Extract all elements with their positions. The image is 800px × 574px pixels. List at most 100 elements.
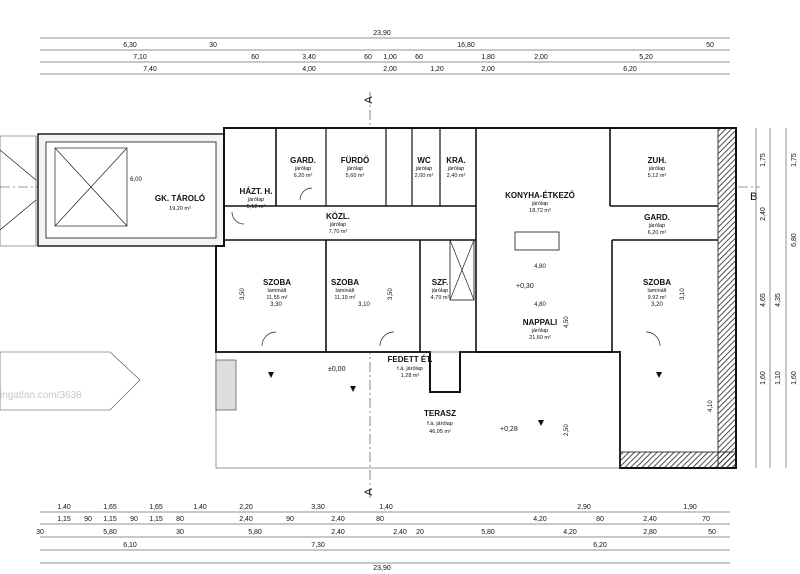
room-kozl-sub: járólap [329,222,347,228]
room-konyha-sub: járólap [531,201,549,207]
inner-dim-5: 4,80 [534,302,546,308]
room-szoba1-area: 11,55 m² [266,295,287,301]
room-gard2-name: GARD. [644,213,670,222]
dim-top-r3-7: 2,00 [534,54,548,61]
room-szf-sub: járólap [431,288,449,294]
dim-top-r3-5: 60 [415,54,423,61]
dim-bot-r4-0: 6,10 [123,542,137,549]
room-zuh-area: 5,12 m² [648,173,667,179]
dim-bot-r1-0: 1,40 [57,504,71,511]
room-gard1-name: GARD. [290,156,316,165]
room-nappali-sub: járólap [531,328,549,334]
room-szoba2-sub: laminált [336,288,355,294]
watermark: ingatlan.com/3638 [0,390,82,401]
room-nappali-name: NAPPALI [523,318,558,327]
inner-dim-2: 3,30 [270,302,282,308]
room-kozl-area: 7,70 m² [329,229,348,235]
inner-dim-0: 6,00 [130,177,142,183]
dim-top-r3-4: 1,00 [383,54,397,61]
dim-bot-r3-4: 2,40 [331,529,345,536]
room-szoba3-sub: laminált [648,288,667,294]
right-dimension-chain: 1,75 1,75 2,40 6,80 4,35 4,65 1,60 1,10 … [755,128,798,468]
dim-right-7: 1,10 [775,371,782,385]
dim-top-r3-0: 7,10 [133,54,147,61]
dim-bot-r1-4: 2,20 [239,504,253,511]
room-zuh-name: ZUH. [648,156,667,165]
inner-dim-7: 4,80 [534,264,546,270]
dim-bot-r3-7: 5,80 [481,529,495,536]
dim-bot-r2-2: 1,15 [103,516,117,523]
dim-bot-r2-7: 90 [286,516,294,523]
dim-bot-r2-0: 1,15 [57,516,71,523]
dim-bot-r2-8: 2,40 [331,516,345,523]
room-gk-tarolo-name: GK. TÁROLÓ [155,194,205,203]
dim-right-4: 4,35 [775,293,782,307]
dim-top-r4-2: 2,00 [383,66,397,73]
dim-bot-r3-10: 50 [708,529,716,536]
room-kra-area: 2,40 m² [447,173,466,179]
section-b-right: B [750,191,757,203]
level-covered: ±0,00 [328,366,346,373]
dim-top-r3-8: 5,20 [639,54,653,61]
dim-bot-r3-9: 2,80 [643,529,657,536]
room-konyha-area: 18,72 m² [529,208,551,214]
inner-dim-11: 4,10 [708,400,714,412]
dim-right-2: 2,40 [760,207,767,221]
dim-top-r3-1: 60 [251,54,259,61]
dim-top-r2-2: 16,80 [457,42,475,49]
dim-bot-r3-3: 5,80 [248,529,262,536]
room-wc-sub: járólap [415,166,433,172]
room-wc-area: 2,00 m² [415,173,434,179]
room-furdo-sub: járólap [346,166,364,172]
dim-top-r2-3: 50 [706,42,714,49]
dim-bot-r2-6: 2,40 [239,516,253,523]
room-terasz-name: TERASZ [424,409,456,418]
dim-bot-r1-1: 1,65 [103,504,117,511]
room-kozl-name: KÖZL. [326,212,350,221]
dim-bot-r1-6: 1,40 [379,504,393,511]
driveway [0,135,141,411]
dim-bot-r1-2: 1,65 [149,504,163,511]
room-zuh-sub: járólap [648,166,666,172]
room-labels: GARD. járólap 6,20 m² FÜRDŐ járólap 5,60… [240,156,672,341]
room-szoba1-sub: laminált [268,288,287,294]
dim-right-5: 4,65 [760,293,767,307]
room-fedett-name: FEDETT ÉT. [388,355,433,364]
dim-bot-r1-8: 1,90 [683,504,697,511]
room-kra-sub: járólap [447,166,465,172]
room-szoba2-area: 11,19 m² [334,295,355,301]
inner-dimensions: 3,50 3,30 3,50 3,10 4,80 4,50 4,80 3,20 … [240,264,714,436]
dim-bot-r3-5: 2,40 [393,529,407,536]
terrace-area: TERASZ f.á. járólap 46,95 m² FEDETT ÉT. … [215,351,621,469]
dim-right-6: 1,60 [760,371,767,385]
dim-bot-r2-11: 80 [596,516,604,523]
room-konyha-name: KONYHA-ÉTKEZŐ [505,191,575,200]
dim-bot-r2-13: 70 [702,516,710,523]
interior-walls [224,128,718,353]
room-szf-name: SZF. [432,278,448,287]
room-gk-tarolo-area: 19,20 m² [169,206,191,212]
dim-right-3: 6,80 [791,233,798,247]
inner-dim-10: 2,50 [564,424,570,436]
dim-top-r3-3: 60 [364,54,372,61]
section-a-top: A [363,96,375,104]
room-hazt-area: 5,12 m² [247,204,266,210]
room-furdo-area: 5,60 m² [346,173,365,179]
level-markers [268,372,662,426]
inner-dim-3: 3,50 [388,288,394,300]
dim-bot-r3-6: 20 [416,529,424,536]
dim-bot-total: 23,90 [373,565,391,572]
inner-dim-9: 3,10 [680,288,686,300]
inner-dim-8: 3,20 [651,302,663,308]
room-gard1-area: 6,20 m² [294,173,313,179]
room-kra-name: KRA. [446,156,466,165]
dim-bot-r1-7: 2,90 [577,504,591,511]
dim-bot-r2-5: 80 [176,516,184,523]
room-terasz-area: 46,95 m² [429,429,451,435]
garage-block: GK. TÁROLÓ 19,20 m² 6,00 [37,133,225,247]
dim-bot-r3-2: 30 [176,529,184,536]
dim-top-r4-0: 7,40 [143,66,157,73]
dim-bot-r2-9: 80 [376,516,384,523]
dim-bot-r1-3: 1,40 [193,504,207,511]
